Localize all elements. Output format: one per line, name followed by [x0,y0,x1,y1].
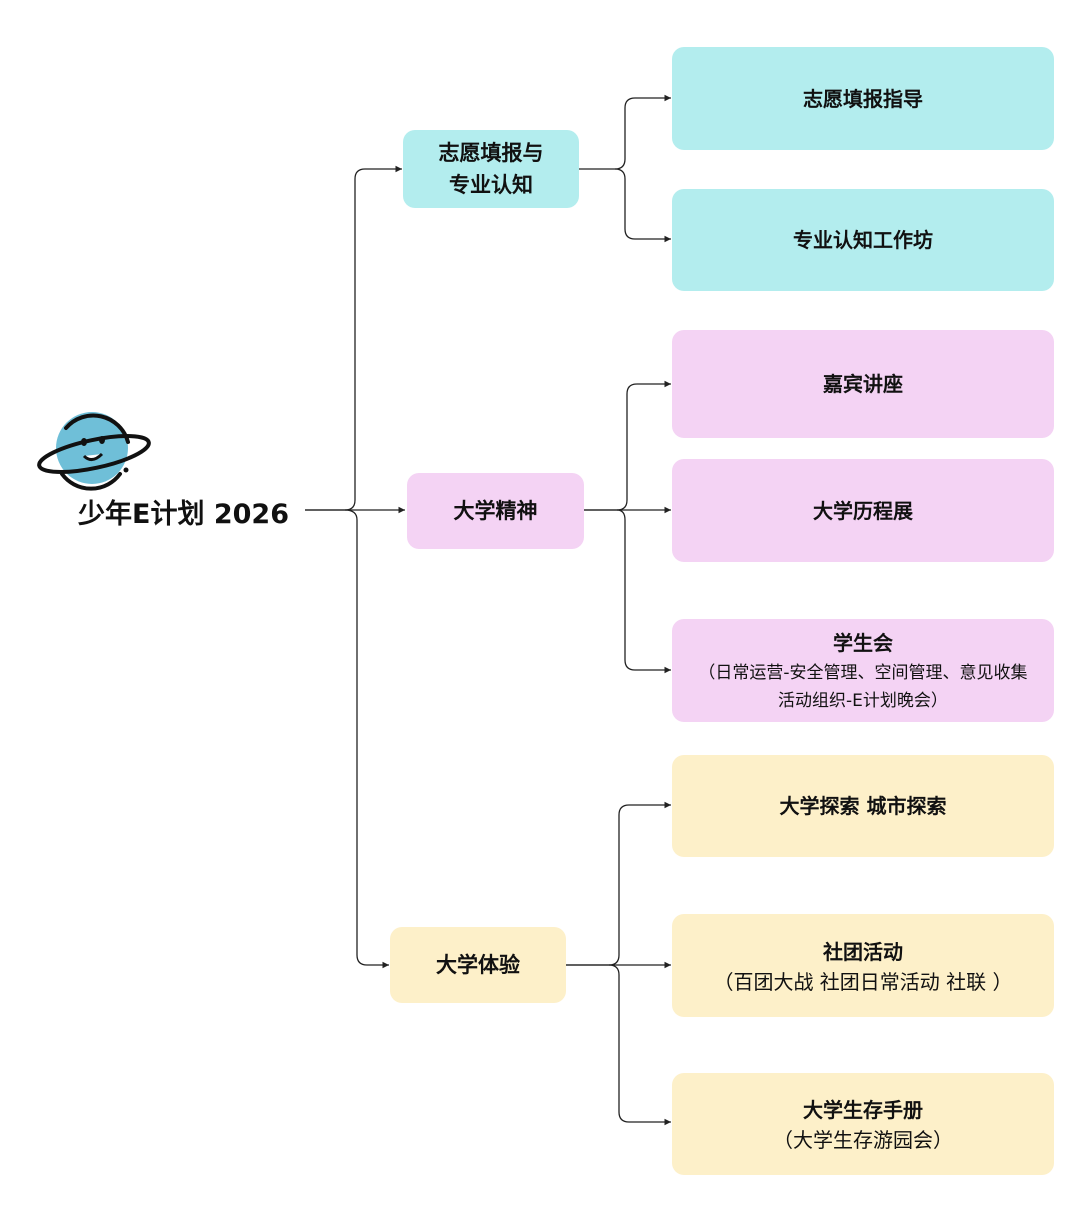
leaf-subtitle-line1: （百团大战 社团日常活动 社联 ） [713,969,1013,994]
leaf-subtitle-line1: （大学生存游园会） [773,1128,953,1152]
leaf-node-history-exhibit[interactable]: 大学历程展 [672,459,1054,562]
leaf-title: 社团活动 [823,939,903,964]
leaf-title: 志愿填报指导 [803,86,923,111]
leaf-title: 大学生存手册 [803,1098,923,1122]
branch-node-volunteer-major[interactable]: 志愿填报与 专业认知 [403,130,579,208]
leaf-subtitle-line1: （日常运营-安全管理、空间管理、意见收集 [698,662,1028,683]
branch-label-line2: 专业认知 [449,173,533,197]
connector-b2-c3 [616,509,671,674]
branch-node-university-experience[interactable]: 大学体验 [390,927,566,1003]
connector-b3-c3 [608,964,671,1126]
branch-label-line1: 志愿填报与 [438,141,544,165]
leaf-title: 专业认知工作坊 [793,228,933,252]
connector-b2-c1 [584,380,671,511]
leaf-title: 学生会 [833,630,893,655]
leaf-node-campus-city-exploration[interactable]: 大学探索 城市探索 [672,755,1054,857]
connector-b1-c1 [579,94,671,170]
branch-label-line1: 大学体验 [436,953,520,977]
leaf-title: 嘉宾讲座 [823,372,903,396]
leaf-node-volunteer-guidance[interactable]: 志愿填报指导 [672,47,1054,150]
leaf-node-survival-handbook[interactable]: 大学生存手册 （大学生存游园会） [672,1073,1054,1175]
connector-root-branch3 [344,509,389,969]
root-label: 少年E计划 2026 [78,498,289,530]
branch-label-line1: 大学精神 [453,499,538,523]
leaf-node-guest-lecture[interactable]: 嘉宾讲座 [672,330,1054,438]
planet-mascot-icon [37,412,151,491]
leaf-title: 大学探索 城市探索 [779,794,947,818]
connector-b3-c1 [566,801,671,966]
leaf-node-club-activities[interactable]: 社团活动 （百团大战 社团日常活动 社联 ） [672,914,1054,1017]
leaf-subtitle-line2: 活动组织-E计划晚会） [778,690,948,711]
branch-node-university-spirit[interactable]: 大学精神 [407,473,584,549]
connector-b1-c2 [614,168,671,243]
root-node[interactable]: 少年E计划 2026 [62,451,305,570]
leaf-node-student-union[interactable]: 学生会 （日常运营-安全管理、空间管理、意见收集 活动组织-E计划晚会） [672,619,1054,722]
connector-root-branch1 [305,165,402,511]
leaf-node-major-workshop[interactable]: 专业认知工作坊 [672,189,1054,291]
leaf-title: 大学历程展 [813,498,913,523]
